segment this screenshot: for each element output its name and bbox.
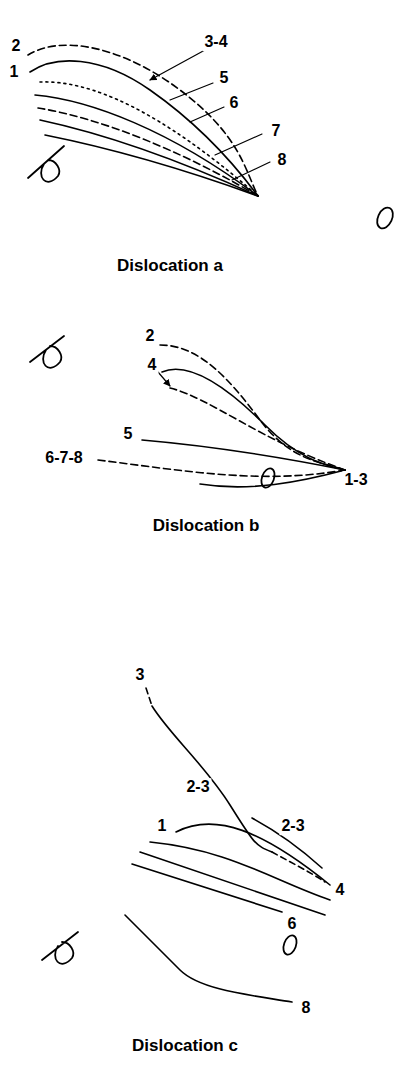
dislocation-line — [125, 915, 292, 1002]
dislocation-line — [170, 388, 345, 470]
pole-symbol — [30, 336, 64, 368]
pole-symbol — [42, 932, 78, 964]
callout-number: 3-4 — [202, 33, 229, 51]
dislocation-line — [38, 108, 258, 196]
panel-caption: Dislocation b — [151, 517, 262, 536]
callout-number: 6 — [228, 94, 241, 112]
dislocation-line — [252, 818, 322, 868]
dislocation-line — [162, 369, 345, 470]
leader-line — [215, 134, 262, 155]
dislocation-line — [176, 824, 330, 885]
dislocation-b-lines — [30, 336, 345, 489]
callout-number: 4 — [334, 881, 347, 899]
callout-number: 8 — [276, 151, 289, 169]
dislocation-line — [140, 852, 325, 915]
dislocation-line — [160, 345, 345, 470]
dislocation-line — [142, 440, 345, 470]
callout-number: 7 — [270, 122, 283, 140]
pole-symbol — [259, 467, 277, 490]
dislocation-a-lines — [28, 45, 396, 231]
dislocation-line — [30, 61, 258, 196]
dislocation-line — [146, 688, 152, 706]
leader-line — [190, 107, 224, 122]
leader-line — [158, 372, 170, 386]
dislocation-line — [40, 120, 258, 196]
callout-number: 5 — [218, 69, 231, 87]
callout-number: 1 — [8, 63, 21, 81]
dislocation-c-lines — [42, 688, 330, 1002]
callout-number: 2-3 — [279, 817, 306, 835]
pole-symbol — [28, 146, 64, 182]
leader-line — [150, 50, 205, 80]
leader-line — [232, 162, 270, 180]
callout-number: 2-3 — [184, 778, 211, 796]
panel-caption: Dislocation c — [130, 1037, 240, 1056]
dislocation-line — [35, 95, 258, 196]
dislocation-line — [132, 864, 282, 912]
callout-number: 2 — [144, 327, 157, 345]
dislocation-line — [28, 45, 258, 196]
callout-number: 2 — [10, 37, 23, 55]
callout-number: 6 — [286, 915, 299, 933]
callout-number: 1-3 — [342, 471, 369, 489]
panel-caption: Dislocation a — [115, 257, 225, 276]
dislocation-line — [200, 470, 345, 487]
callout-number: 3 — [134, 666, 147, 684]
pole-symbol — [374, 205, 396, 231]
dislocation-line — [152, 706, 272, 852]
callout-number: 5 — [122, 425, 135, 443]
callout-number: 6-7-8 — [43, 449, 84, 467]
dislocation-line — [40, 82, 258, 196]
leader-line — [170, 83, 213, 100]
dislocation-line — [150, 842, 330, 900]
dislocation-line — [45, 135, 258, 196]
dislocation-line — [272, 852, 325, 882]
callout-number: 8 — [300, 999, 313, 1017]
pole-symbol — [281, 934, 299, 957]
dislocation-line — [98, 460, 345, 476]
callout-number: 1 — [156, 817, 169, 835]
callout-number: 4 — [146, 356, 159, 374]
